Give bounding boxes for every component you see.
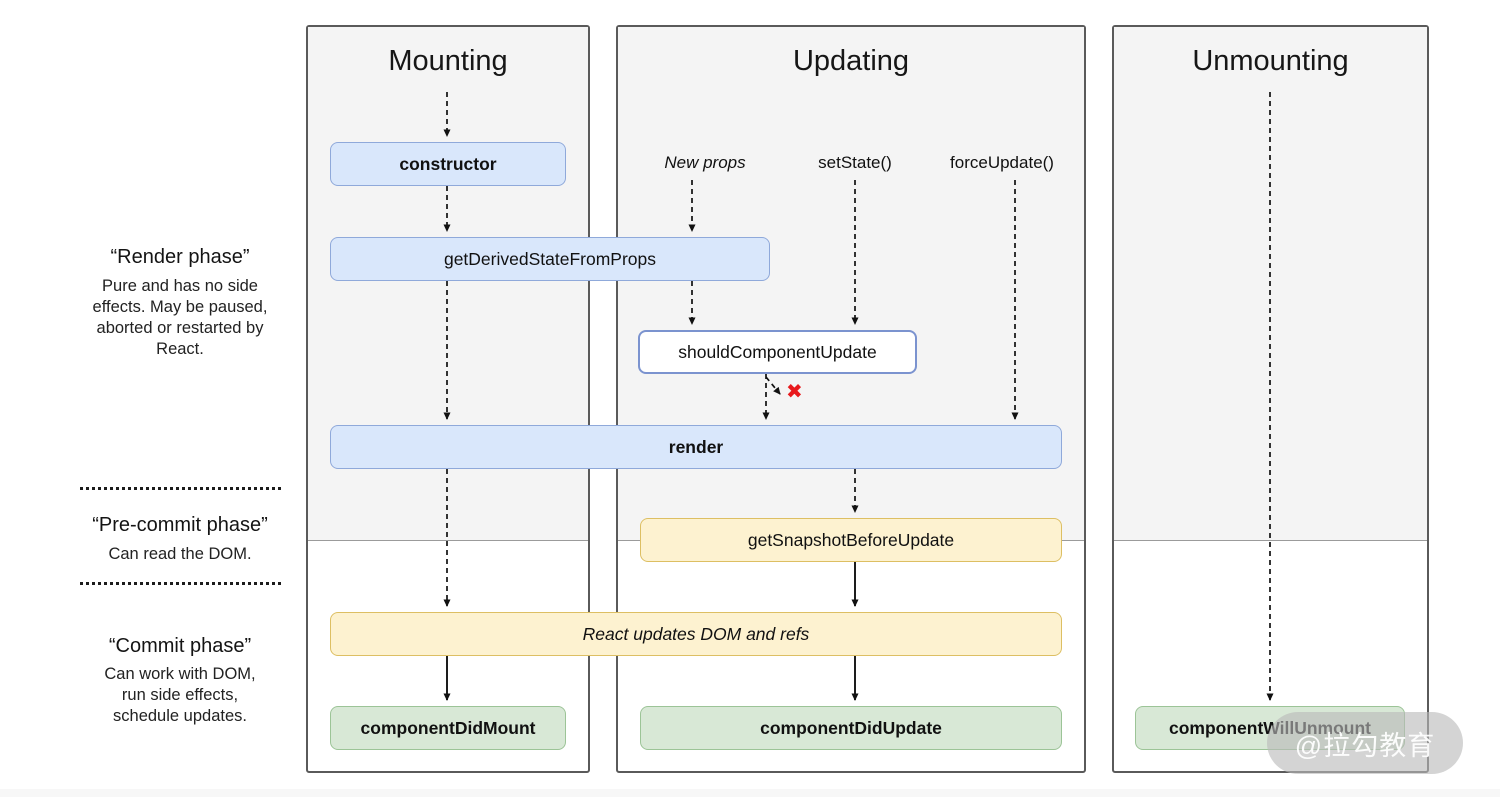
watermark-badge: @拉勾教育	[1267, 712, 1463, 774]
bottom-edge-strip	[0, 789, 1500, 797]
trigger-setstate: setState()	[818, 153, 892, 172]
commit-phase-title: “Commit phase”	[108, 635, 252, 657]
column-title-mounting: Mounting	[388, 45, 508, 77]
render-phase-title: “Render phase”	[110, 246, 250, 268]
render-phase-region-unmounting	[1114, 27, 1427, 541]
phase-separator-top	[80, 487, 281, 490]
node-react-updates-dom: React updates DOM and refs	[330, 612, 1062, 656]
trigger-new-props: New props	[664, 153, 746, 172]
node-componentdidupdate: componentDidUpdate	[640, 706, 1062, 750]
node-shouldcomponentupdate: shouldComponentUpdate	[638, 330, 917, 374]
pre-commit-phase-description: Can read the DOM.	[108, 545, 252, 563]
column-updating: Updating	[616, 25, 1086, 773]
node-getsnapshotbeforeupdate: getSnapshotBeforeUpdate	[640, 518, 1062, 562]
node-render: render	[330, 425, 1062, 469]
node-constructor: constructor	[330, 142, 566, 186]
column-unmounting: Unmounting	[1112, 25, 1429, 773]
pre-commit-phase-title: “Pre-commit phase”	[92, 514, 268, 536]
column-title-unmounting: Unmounting	[1192, 45, 1349, 77]
node-componentdidmount: componentDidMount	[330, 706, 566, 750]
phase-separator-bottom	[80, 582, 281, 585]
node-getderivedstatefromprops: getDerivedStateFromProps	[330, 237, 770, 281]
trigger-forceupdate: forceUpdate()	[950, 153, 1054, 172]
commit-phase-description: Can work with DOM, run side effects, sch…	[104, 665, 256, 725]
watermark-text: @拉勾教育	[1294, 730, 1436, 761]
column-mounting: Mounting	[306, 25, 590, 773]
column-title-updating: Updating	[792, 45, 910, 77]
reject-x-icon: ✖	[786, 381, 803, 403]
render-phase-description: Pure and has no side effects. May be pau…	[92, 277, 268, 358]
